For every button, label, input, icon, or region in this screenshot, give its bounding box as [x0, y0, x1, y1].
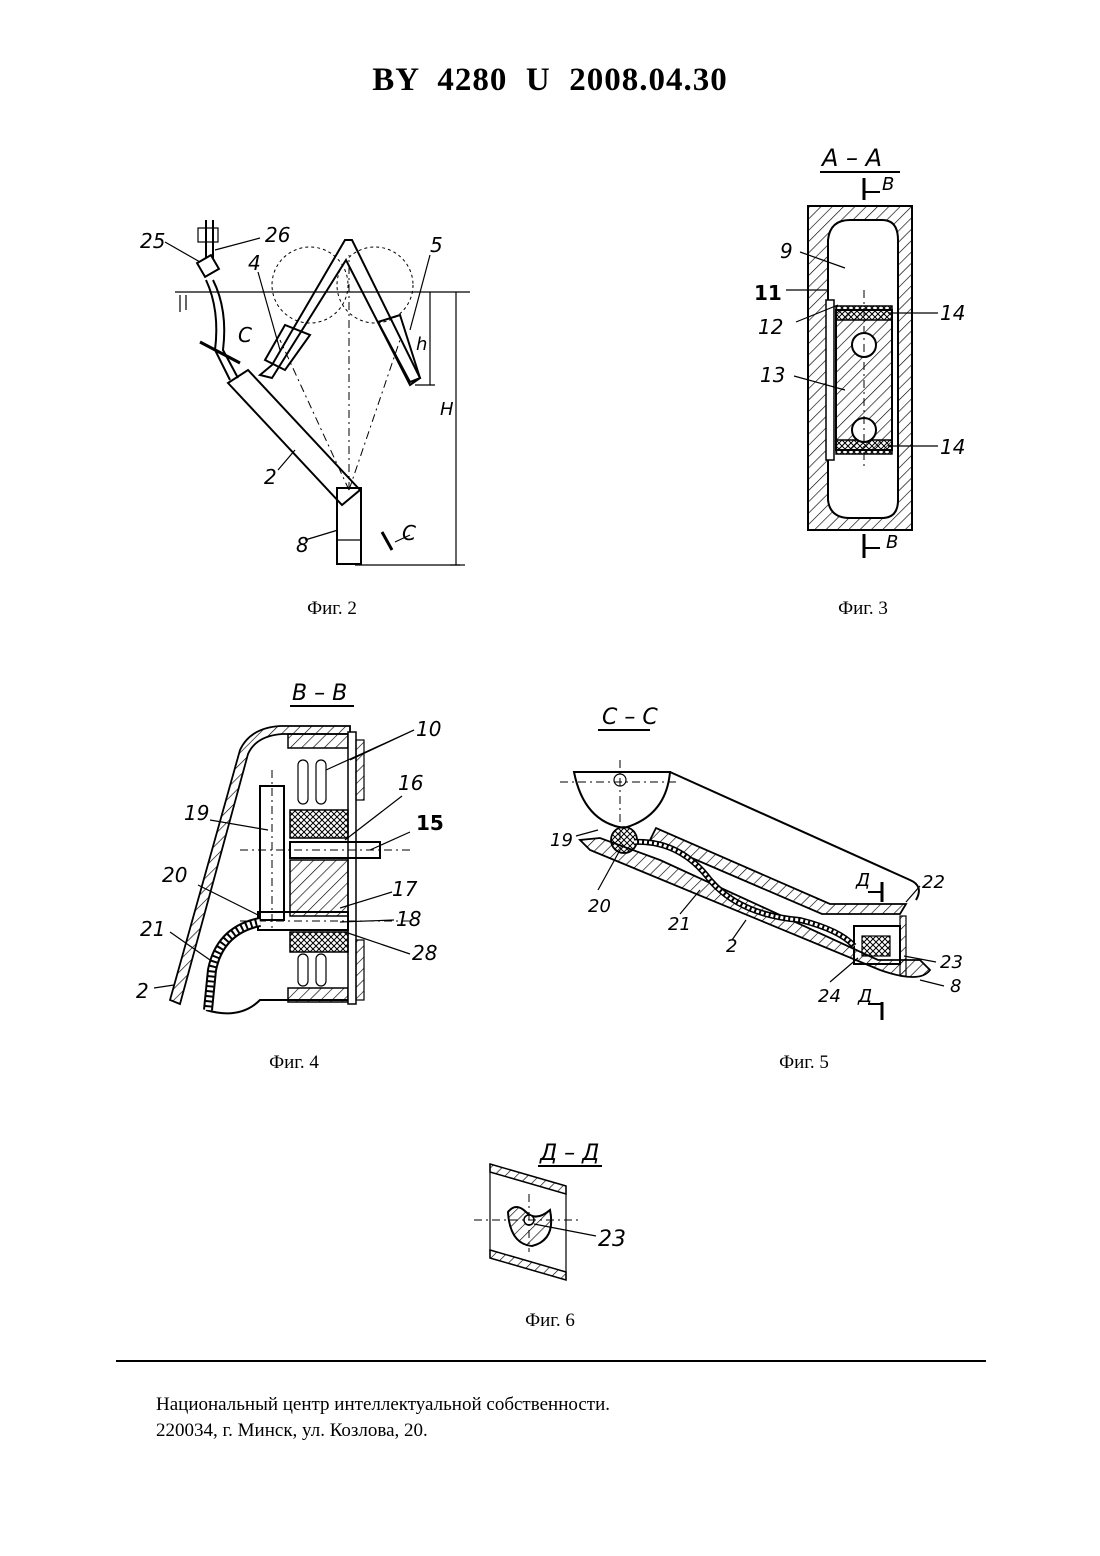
fig4-label-10: 10	[416, 717, 441, 741]
fig4-label-15: 15	[416, 811, 444, 835]
fig3-label-13: 13	[760, 363, 785, 387]
publisher-address: 220034, г. Минск, ул. Козлова, 20.	[156, 1418, 610, 1444]
fig5-label-21: 21	[668, 914, 691, 935]
document-kind: U	[526, 62, 551, 98]
fig2-label-4: 4	[248, 251, 261, 275]
figure-4-caption: Фиг. 4	[234, 1052, 354, 1074]
fig3-label-9: 9	[780, 239, 793, 263]
figure-2-drawing: 25 26 4 5 C 2 8 C h H	[120, 200, 480, 580]
fig2-label-2: 2	[264, 465, 277, 489]
fig2-label-8: 8	[296, 533, 309, 557]
fig3-label-b-bottom: B	[886, 532, 898, 553]
fig4-label-2: 2	[136, 979, 149, 1003]
fig6-label-23: 23	[598, 1227, 626, 1252]
fig3-label-11: 11	[754, 281, 782, 305]
fig4-label-19: 19	[184, 801, 209, 825]
publisher-name: Национальный центр интеллектуальной собс…	[156, 1392, 610, 1418]
fig2-label-h: h	[416, 334, 427, 355]
fig4-section-title: B – B	[292, 681, 347, 706]
fig2-label-25: 25	[140, 229, 165, 253]
footer-divider	[116, 1360, 986, 1362]
fig5-label-d-bottom: Д	[857, 986, 872, 1007]
fig3-label-14-top: 14	[940, 301, 965, 325]
country-code: BY	[372, 62, 419, 98]
fig6-section-title: Д – Д	[539, 1141, 599, 1166]
fig5-label-22: 22	[922, 872, 945, 893]
fig5-section-title: C – C	[602, 705, 658, 730]
figure-4-drawing: B – B 10 16 19 15 20 17 18 21 28 2	[130, 670, 450, 1030]
fig5-label-2: 2	[726, 936, 737, 957]
fig5-label-23: 23	[940, 952, 963, 973]
fig5-label-8: 8	[950, 976, 961, 997]
fig4-label-28: 28	[412, 941, 437, 965]
fig4-label-18: 18	[396, 907, 421, 931]
figure-5-caption: Фиг. 5	[744, 1052, 864, 1074]
fig3-label-12: 12	[758, 315, 783, 339]
figure-3-caption: Фиг. 3	[803, 598, 923, 620]
fig5-label-20: 20	[588, 896, 611, 917]
fig2-label-26: 26	[265, 223, 290, 247]
fig5-label-24: 24	[818, 986, 841, 1007]
fig4-label-21: 21	[140, 917, 165, 941]
fig3-label-b-top: B	[882, 174, 894, 195]
fig4-label-16: 16	[398, 771, 423, 795]
fig5-label-d-top: Д	[855, 870, 870, 891]
patent-number: 4280	[437, 62, 507, 98]
fig4-label-20: 20	[162, 863, 187, 887]
fig5-label-19: 19	[550, 830, 573, 851]
figure-3-drawing: A – A B B 9 11 12 14 13 14	[740, 140, 990, 580]
figure-6-drawing: Д – Д 23	[460, 1130, 660, 1290]
figure-5-drawing: C – C Д Д 19 20 21 2 22 23 24 8	[540, 690, 980, 1030]
fig2-label-c-top: C	[238, 323, 252, 347]
fig2-label-c-bottom: C	[402, 521, 416, 545]
figure-2-caption: Фиг. 2	[272, 598, 392, 620]
fig3-label-14-bottom: 14	[940, 435, 965, 459]
publisher-info: Национальный центр интеллектуальной собс…	[156, 1392, 610, 1444]
fig2-label-5: 5	[430, 233, 443, 257]
fig4-label-17: 17	[392, 877, 418, 901]
publication-date: 2008.04.30	[569, 62, 728, 98]
patent-header: BY 4280 U 2008.04.30	[0, 62, 1100, 99]
fig2-label-H: H	[440, 399, 454, 420]
fig3-section-title: A – A	[820, 144, 882, 172]
figure-6-caption: Фиг. 6	[490, 1310, 610, 1332]
